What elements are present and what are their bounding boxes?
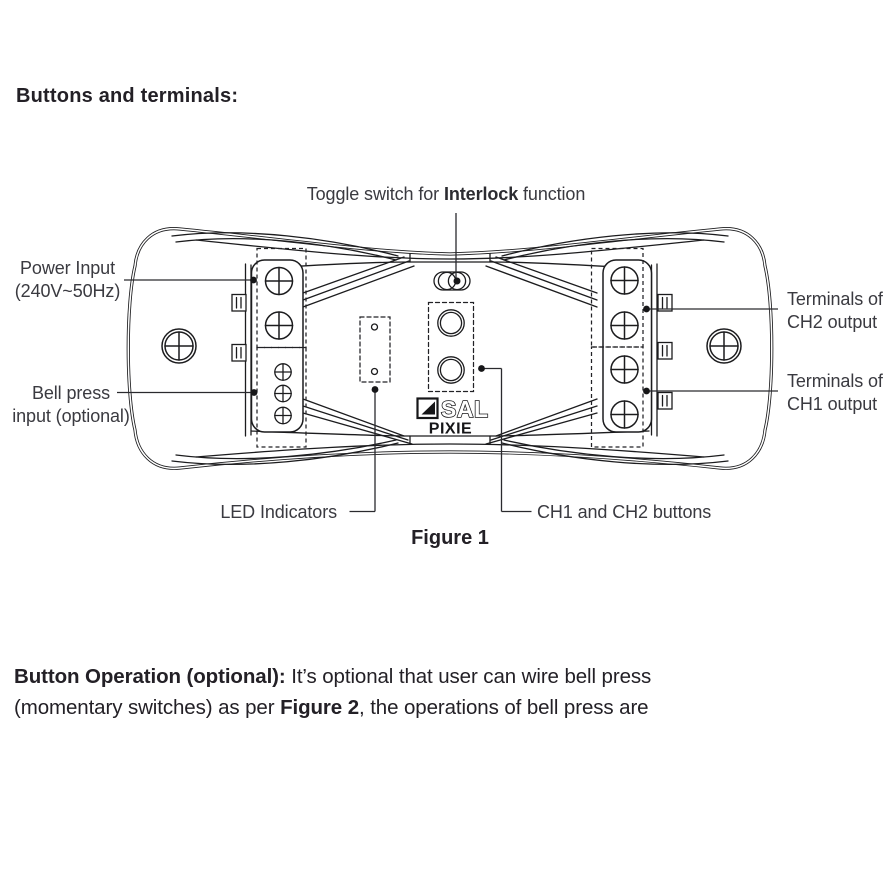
interlock-toggle-switch: [433, 271, 471, 291]
ch2-terminal-screws: [610, 266, 639, 340]
sal-logo: SAL PIXIE: [416, 395, 489, 438]
left-terminal-block: [231, 247, 307, 448]
model-text: PIXIE: [429, 421, 472, 438]
section-heading: Buttons and terminals:: [16, 85, 239, 107]
right-cable-clamps: [657, 293, 673, 410]
ch2-terminals-label: Terminals of CH2 output: [787, 289, 883, 332]
toggle-switch-label: Toggle switch for Interlock function: [250, 183, 642, 206]
led-ch2: [370, 323, 379, 331]
toggle-label-bold: Interlock: [443, 184, 519, 204]
led-ch1: [370, 367, 379, 376]
led-indicators-label: LED Indicators: [220, 502, 337, 522]
bell-press-label: Bell press input (optional): [12, 383, 130, 426]
left-cable-clamps: [231, 293, 247, 362]
button-operation-paragraph: Button Operation (optional): It’s option…: [14, 661, 774, 723]
toggle-label-post: function: [518, 184, 586, 204]
figure-caption: Figure 1: [411, 527, 489, 549]
bell-press-terminal-screws: [274, 363, 292, 425]
power-input-label: Power Input (240V~50Hz): [14, 258, 121, 301]
power-terminal-screws: [264, 266, 294, 340]
brand-text: SAL: [441, 396, 489, 422]
ch1-button: [437, 356, 465, 384]
ch1-terminals-label: Terminals of CH1 output: [787, 371, 883, 414]
sal-logo-flag-icon: [421, 401, 435, 415]
paragraph-line-1: Button Operation (optional): It’s option…: [14, 665, 652, 688]
ch-buttons-label: CH1 and CH2 buttons: [537, 502, 712, 522]
mounting-screw-left: [161, 328, 197, 364]
callout-lines: [117, 213, 778, 513]
toggle-label-pre: Toggle switch for: [306, 184, 444, 204]
channel-buttons: [427, 301, 475, 393]
paragraph-line-2: (momentary switches) as per Figure 2, th…: [14, 696, 649, 719]
right-terminal-block: [590, 247, 673, 448]
mounting-screw-right: [706, 328, 742, 364]
ch2-button: [437, 309, 465, 337]
ch1-terminal-screws: [610, 355, 639, 429]
led-indicators: [359, 316, 391, 383]
